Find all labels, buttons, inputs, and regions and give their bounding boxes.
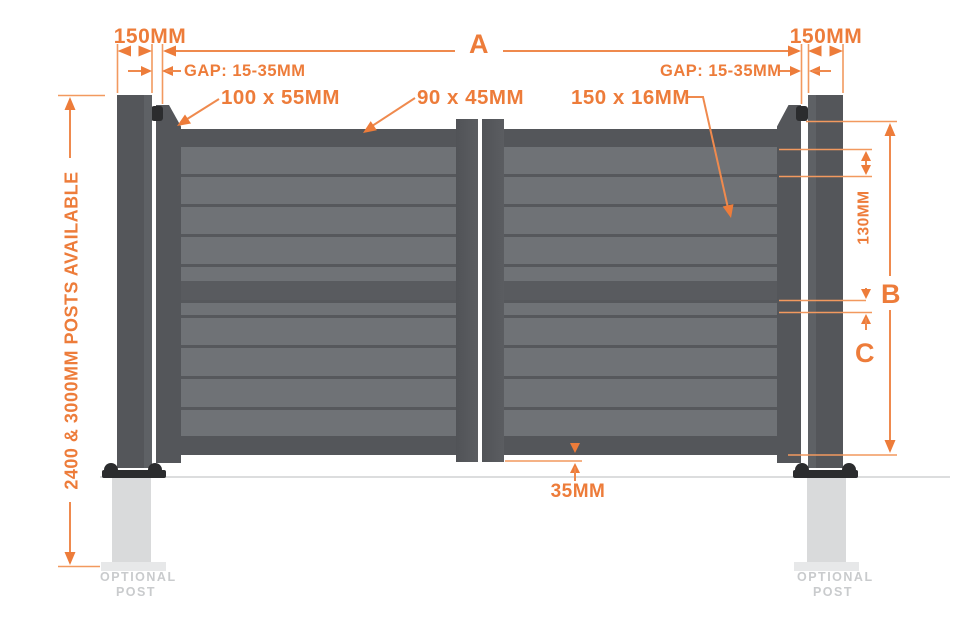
label-frame-section: 90 x 45MM: [417, 86, 525, 109]
meeting-stile-left: [456, 119, 478, 462]
gate-leaf-right: [504, 129, 781, 455]
label-post-width-right: 150MM: [789, 25, 863, 48]
hinge-knuckle-top-left: [151, 106, 163, 121]
label-hinge-gap-right: GAP: 15-35MM: [660, 62, 782, 80]
extension-lines: [58, 44, 897, 568]
label-board-gap-C: C: [855, 338, 875, 368]
optional-post-left: [112, 478, 151, 563]
post-left-inner-face: [144, 95, 152, 468]
post-right: [808, 95, 843, 468]
hinge-knuckle-top-right: [796, 106, 808, 121]
dim-bottom-offset-35: [570, 443, 580, 481]
dim-post-height: [64, 97, 76, 565]
dim-post-width-left: [117, 45, 152, 57]
post-left: [117, 95, 152, 468]
foot-bolt-left-b: [148, 463, 162, 471]
label-hinge-stile-section: 100 x 55MM: [221, 86, 340, 109]
label-board-section: 150 x 16MM: [571, 86, 690, 109]
label-posts-note: 2400 & 3000MM POSTS AVAILABLE: [61, 171, 82, 490]
post-foot-left: [102, 470, 166, 478]
label-optional-post-right: OPTIONAL POST: [797, 570, 874, 599]
dim-board-height-130: [861, 151, 871, 175]
label-board-height: 130MM: [855, 190, 873, 245]
foot-bolt-right-a: [795, 463, 809, 471]
leader-frame-section: [363, 97, 416, 133]
dim-board-gap-C: [861, 288, 871, 330]
dim-overall-width-A: [163, 45, 801, 57]
foot-bolt-left-a: [104, 463, 118, 471]
ground-line: [100, 476, 950, 478]
dim-gate-height-B: [884, 123, 896, 453]
label-gate-height-B: B: [881, 279, 901, 309]
label-bottom-offset: 35MM: [550, 481, 606, 502]
optional-post-right: [807, 478, 846, 563]
leader-hinge-stile: [177, 98, 220, 126]
leader-board-section: [687, 96, 734, 218]
dim-post-width-right: [808, 45, 843, 57]
gate-leaf-left: [181, 129, 456, 455]
post-right-inner-face: [808, 95, 816, 468]
label-post-width-left: 150MM: [113, 25, 187, 48]
foot-bolt-right-b: [842, 463, 856, 471]
dim-hinge-gap-right: [779, 66, 831, 76]
post-foot-right: [793, 470, 858, 478]
optional-post-right-base: [794, 562, 859, 571]
dim-hinge-gap-left: [128, 66, 181, 76]
meeting-stile-right: [482, 119, 504, 462]
label-overall-width-A: A: [469, 29, 489, 59]
hinge-stile-right: [777, 105, 801, 463]
hinge-stile-left: [156, 105, 181, 463]
label-optional-post-left: OPTIONAL POST: [100, 570, 177, 599]
label-hinge-gap-left: GAP: 15-35MM: [184, 62, 306, 80]
optional-post-left-base: [101, 562, 166, 571]
